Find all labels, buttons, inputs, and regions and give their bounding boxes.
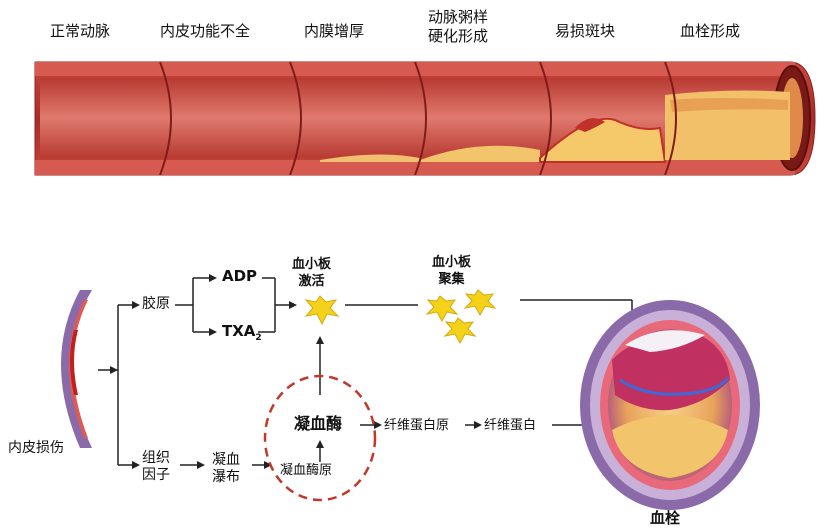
arrowhead-prothrombin-up [316,440,324,448]
label-thrombin: 凝血酶 [294,415,342,432]
platelet-activated-icon [306,296,338,324]
label-tissue-factor: 组织 因子 [142,450,170,484]
stage-label-intimal-thickening: 内膜增厚 [304,22,364,41]
arrowhead-injury [110,366,118,374]
label-endothelial-injury: 内皮损伤 [8,440,64,457]
label-txa2: TXA2 [222,323,262,347]
platelet-aggregate-icon-2 [465,290,495,315]
arrowhead-txa [209,328,217,336]
label-thrombus: 血栓 [650,510,680,527]
arrowhead-activation [289,301,297,309]
label-fibrinogen: 纤维蛋白原 [384,417,449,434]
stage-label-normal: 正常动脉 [50,22,110,41]
label-platelet-activation: 血小板 激活 [292,256,331,290]
platelet-aggregate-icon-1 [427,296,457,321]
arrowhead-thrombin-up [316,336,324,344]
label-txa2-sub: 2 [255,333,261,343]
stage-label-endothelial-dysfunction: 内皮功能不全 [160,22,250,41]
label-coagulation-cascade: 凝血 瀑布 [212,452,240,486]
damaged-vessel-icon [61,290,92,448]
stage-label-thrombosis: 血栓形成 [680,22,740,41]
arrowhead-fibrinogen [374,421,382,429]
label-txa2-main: TXA [222,322,255,340]
label-prothrombin: 凝血酶原 [280,462,332,479]
stage-label-vulnerable-plaque: 易损斑块 [555,22,615,41]
label-fibrin: 纤维蛋白 [484,417,536,434]
stage-label-atherosclerosis: 动脉粥样 硬化形成 [428,8,488,46]
label-collagen: 胶原 [142,296,170,313]
arrowhead-tissue [132,461,140,469]
label-platelet-aggregation: 血小板 聚集 [432,254,471,288]
arrowhead-collagen [132,301,140,309]
arrowhead-adp [209,274,217,282]
label-adp: ADP [222,268,257,285]
platelet-aggregate-icon-3 [445,318,475,343]
arrowhead-fibrin [474,421,482,429]
arrowhead-cascade [197,461,205,469]
